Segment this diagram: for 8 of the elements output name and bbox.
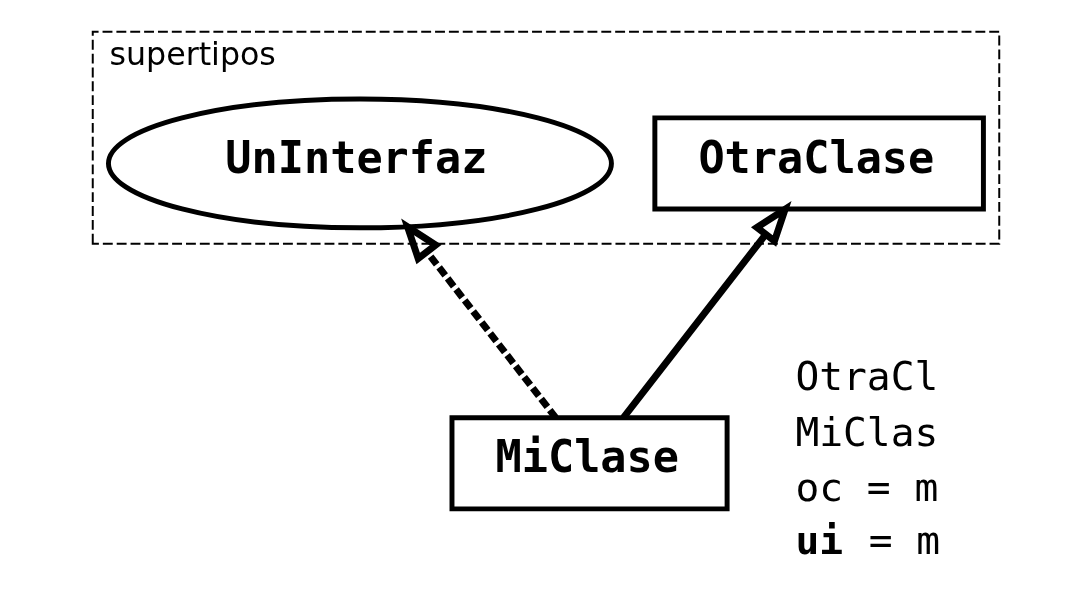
label: MiClas [794,408,938,455]
label: ui = m [794,517,940,564]
label: oc = m [794,463,938,510]
label: OtraCl [794,353,938,400]
arrow [400,218,558,420]
node-box: MiClase [449,415,730,512]
node-ellipse: UnInterfaz [105,96,614,231]
node-box: OtraClase [651,115,986,212]
